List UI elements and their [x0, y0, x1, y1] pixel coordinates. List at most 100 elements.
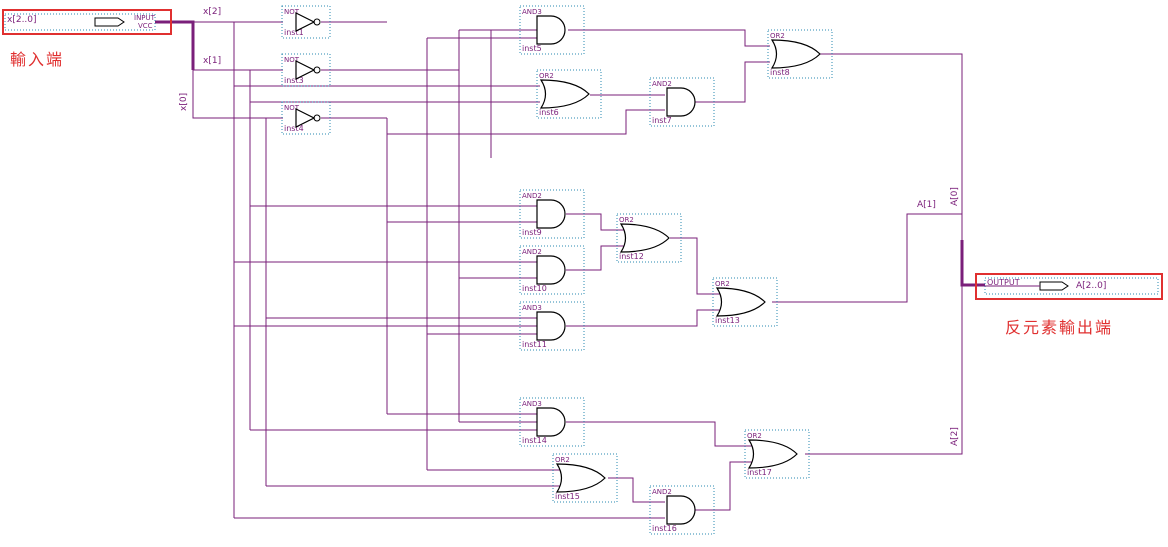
wires-inst8 [568, 29, 770, 103]
wires [155, 20, 985, 519]
gate-instance-label: inst5 [522, 44, 542, 53]
pins-layer: x[2..0] INPUT VCC OUTPUT A[2..0] [2, 9, 1163, 300]
gates-layer: NOTinst1NOTinst3NOTinst4AND3inst5OR2inst… [281, 5, 833, 535]
gate-symbol [715, 287, 766, 317]
input-pin-box [4, 13, 156, 31]
gate-instance-label: inst10 [522, 284, 547, 293]
input-pin-arrow [94, 17, 125, 27]
gate-inst14[interactable]: AND3 inst14 [519, 397, 585, 447]
gate-box [536, 69, 602, 119]
wires-inst11-in [234, 317, 537, 335]
gate-inst6[interactable]: OR2 inst6 [536, 69, 602, 119]
gate-instance-label: inst7 [652, 116, 672, 125]
wires-inst13 [566, 237, 724, 327]
gate-type-label: NOT [284, 56, 300, 64]
input-bus [155, 20, 195, 70]
wire-a2 [805, 285, 963, 455]
gate-symbol [295, 108, 316, 128]
bus-labels: x[2] x[1] x[0] A[0] A[1] A[2] [179, 7, 960, 446]
gate-box [649, 77, 715, 127]
input-callout: 輸入端 [10, 50, 65, 69]
gate-inst1[interactable]: NOT inst1 [281, 5, 331, 39]
gate-type-label: OR2 [539, 72, 554, 80]
wire-x0 [192, 70, 283, 119]
wires-inst10-in [234, 261, 537, 279]
gate-box [767, 29, 833, 79]
gate-box [519, 397, 585, 447]
gate-symbol [536, 407, 566, 437]
gate-symbol [295, 12, 316, 32]
gate-box [712, 277, 778, 327]
gate-instance-label: inst14 [522, 436, 547, 445]
gate-symbol [295, 60, 316, 80]
label-a0: A[0] [950, 187, 960, 206]
gate-box [281, 101, 331, 135]
gate-type-label: OR2 [555, 456, 570, 464]
gate-box [519, 301, 585, 351]
label-x0: x[0] [179, 93, 189, 111]
label-x1: x[1] [203, 56, 221, 66]
gate-instance-label: inst4 [284, 124, 304, 133]
gate-box [744, 429, 810, 479]
gate-type-label: AND3 [522, 400, 542, 408]
wires-inst17 [566, 421, 757, 511]
gate-box [649, 485, 715, 535]
gate-inst10[interactable]: AND2 inst10 [519, 245, 585, 295]
gate-box [281, 5, 331, 39]
gate-type-label: AND3 [522, 304, 542, 312]
gate-type-label: NOT [284, 8, 300, 16]
gate-instance-label: inst6 [539, 108, 559, 117]
wires-inst6-in [234, 85, 540, 103]
gate-type-label: AND3 [522, 8, 542, 16]
gate-inst13[interactable]: OR2 inst13 [712, 277, 778, 327]
gate-inst7[interactable]: AND2 inst7 [649, 77, 715, 127]
output-pin-name: A[2..0] [1076, 281, 1106, 291]
gate-box [616, 213, 682, 263]
label-a1: A[1] [917, 200, 936, 210]
gate-symbol [770, 39, 821, 69]
gate-instance-label: inst17 [747, 468, 772, 477]
gate-symbol [666, 87, 696, 117]
gate-symbol [619, 223, 670, 253]
wires-inst16 [234, 477, 665, 519]
label-a2: A[2] [950, 427, 960, 446]
wires-inst5-in [427, 29, 537, 39]
output-pin-arrow [1039, 281, 1069, 291]
gate-box [281, 53, 331, 87]
gate-symbol [536, 15, 566, 45]
gate-instance-label: inst1 [284, 28, 304, 37]
output-callout: 反元素輸出端 [1005, 318, 1114, 337]
gate-type-label: AND2 [652, 80, 672, 88]
gate-symbol [536, 199, 566, 229]
gate-box [519, 189, 585, 239]
input-pin-type: INPUT [134, 14, 156, 22]
gate-type-label: AND2 [522, 248, 542, 256]
gate-type-label: OR2 [715, 280, 730, 288]
gate-instance-label: inst3 [284, 76, 304, 85]
gate-symbol [536, 311, 566, 341]
input-pin-vcc: VCC [138, 22, 153, 30]
gate-type-label: NOT [284, 104, 300, 112]
gate-symbol [555, 463, 606, 493]
gate-type-label: AND2 [522, 192, 542, 200]
output-highlight-box [975, 273, 1163, 300]
gate-instance-label: inst13 [715, 316, 740, 325]
label-x2: x[2] [203, 7, 221, 17]
gate-inst3[interactable]: NOT inst3 [281, 53, 331, 87]
wires-inst14-in [250, 413, 537, 431]
wires-inst15-in [266, 469, 562, 487]
gate-instance-label: inst12 [619, 252, 644, 261]
wires-inst7 [387, 94, 665, 135]
gate-instance-label: inst16 [652, 524, 677, 533]
gate-inst4[interactable]: NOT inst4 [281, 101, 331, 135]
gate-symbol [539, 79, 590, 109]
gate-inst5[interactable]: AND3 inst5 [519, 5, 585, 55]
